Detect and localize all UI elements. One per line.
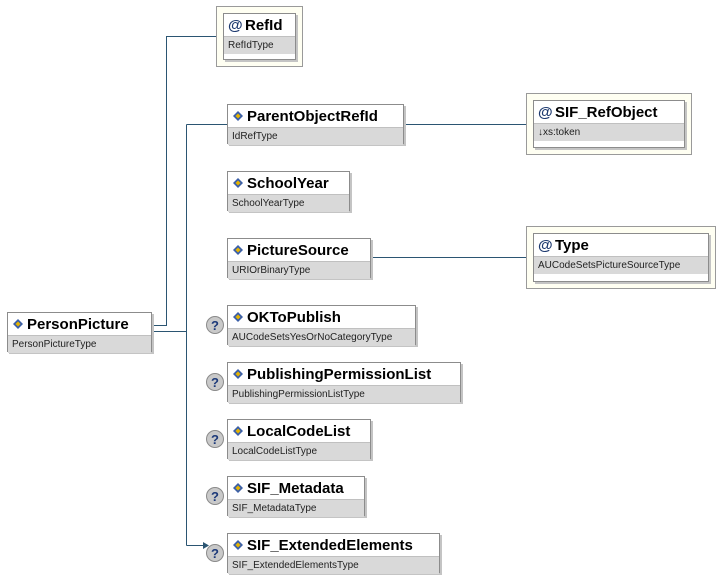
node-type: SIF_MetadataType [228,499,364,517]
node-oktopublish[interactable]: OKToPublish AUCodeSetsYesOrNoCategoryTyp… [227,305,416,346]
node-sif_metadata[interactable]: SIF_Metadata SIF_MetadataType [227,476,365,517]
attribute-refid[interactable]: @ RefId RefIdType [216,6,303,67]
node-type: SchoolYearType [228,194,349,212]
optional-question-icon: ? [206,487,224,505]
node-picturesource[interactable]: PictureSource URIOrBinaryType [227,238,371,279]
node-type: AUCodeSetsYesOrNoCategoryType [228,328,415,346]
node-type: PersonPictureType [8,335,151,353]
attribute-name: SIF_RefObject [555,103,658,121]
attribute-node: @ Type AUCodeSetsPictureSourceType [533,233,709,282]
node-personpicture[interactable]: PersonPicture PersonPictureType [7,312,152,353]
node-name: SchoolYear [247,174,329,192]
node-schoolyear[interactable]: SchoolYear SchoolYearType [227,171,350,212]
node-title: OKToPublish [228,306,415,328]
node-title: ParentObjectRefId [228,105,403,127]
node-title: SchoolYear [228,172,349,194]
element-icon [233,111,243,121]
attribute-title: @ SIF_RefObject [534,101,684,123]
node-title: PublishingPermissionList [228,363,460,385]
node-localcodelist[interactable]: LocalCodeList LocalCodeListType [227,419,371,460]
node-title: LocalCodeList [228,420,370,442]
node-name: OKToPublish [247,308,341,326]
optional-question-icon: ? [206,316,224,334]
element-icon [233,369,243,379]
attribute-at-icon: @ [538,236,553,254]
attribute-node: @ SIF_RefObject ↓xs:token [533,100,685,148]
attribute-type[interactable]: @ Type AUCodeSetsPictureSourceType [526,226,716,289]
node-publishingpermissionlist[interactable]: PublishingPermissionList PublishingPermi… [227,362,461,403]
element-icon [233,178,243,188]
element-icon [13,319,23,329]
node-type: IdRefType [228,127,403,145]
attribute-name: Type [555,236,589,254]
attribute-title: @ Type [534,234,708,256]
node-title: SIF_Metadata [228,477,364,499]
attribute-at-icon: @ [228,16,243,34]
attribute-title: @ RefId [224,14,295,36]
optional-question-icon: ? [206,373,224,391]
node-name: SIF_Metadata [247,479,344,497]
attribute-type: RefIdType [224,36,295,54]
node-title: SIF_ExtendedElements [228,534,439,556]
node-sif_extendedelements[interactable]: SIF_ExtendedElements SIF_ExtendedElement… [227,533,440,574]
node-name: PublishingPermissionList [247,365,432,383]
element-icon [233,245,243,255]
element-icon [233,540,243,550]
node-type: SIF_ExtendedElementsType [228,556,439,574]
node-parentobjectrefid[interactable]: ParentObjectRefId IdRefType [227,104,404,145]
node-name: PictureSource [247,241,349,259]
attribute-node: @ RefId RefIdType [223,13,296,60]
node-name: PersonPicture [27,315,129,333]
node-type: LocalCodeListType [228,442,370,460]
node-title: PersonPicture [8,313,151,335]
node-type: URIOrBinaryType [228,261,370,279]
element-icon [233,312,243,322]
attribute-name: RefId [245,16,283,34]
node-name: SIF_ExtendedElements [247,536,413,554]
node-title: PictureSource [228,239,370,261]
attribute-at-icon: @ [538,103,553,121]
attribute-type: AUCodeSetsPictureSourceType [534,256,708,274]
node-name: ParentObjectRefId [247,107,378,125]
attribute-type: ↓xs:token [534,123,684,141]
node-name: LocalCodeList [247,422,351,440]
attribute-sif_refobject[interactable]: @ SIF_RefObject ↓xs:token [526,93,692,155]
connector-root-refid [152,36,216,326]
element-icon [233,426,243,436]
optional-question-icon: ? [206,544,224,562]
optional-question-icon: ? [206,430,224,448]
node-type: PublishingPermissionListType [228,385,460,403]
element-icon [233,483,243,493]
